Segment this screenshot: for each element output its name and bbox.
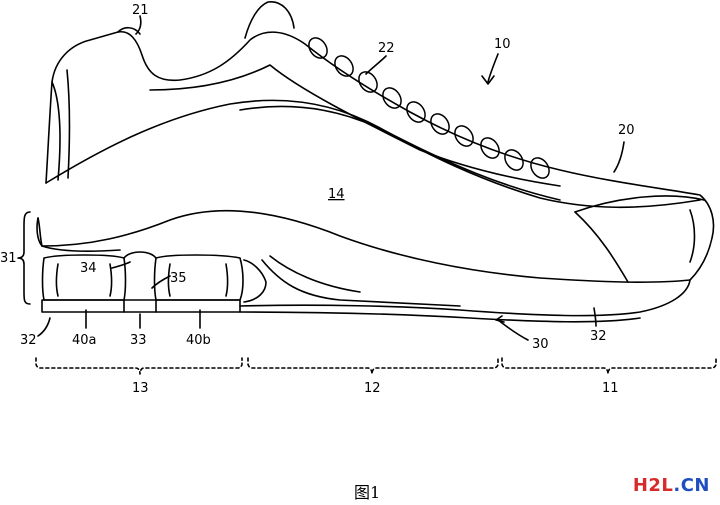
label-40b: 40b [186, 333, 211, 348]
label-32-left: 32 [20, 333, 37, 348]
side-panel-line [45, 99, 701, 209]
heel-top-plate [36, 217, 43, 247]
arrow-30-head [495, 315, 505, 323]
arrow-10-head [481, 75, 495, 85]
label-21: 21 [132, 3, 149, 18]
toe-cap-contour [689, 209, 696, 263]
arch-curve-2 [269, 255, 361, 293]
watermark-text-b: .CN [673, 475, 710, 496]
watermark-text-a: H2L [632, 475, 674, 496]
label-10: 10 [494, 37, 511, 52]
leader-35 [151, 275, 171, 289]
column-a-line-2 [109, 263, 113, 297]
midsole-top-line [37, 209, 691, 283]
label-40a: 40a [72, 333, 97, 348]
outsole-line [239, 279, 691, 317]
label-20: 20 [618, 123, 635, 138]
label-35: 35 [170, 271, 187, 286]
shoe-upper-outline [45, 30, 715, 281]
label-34: 34 [80, 261, 97, 276]
column-c [243, 259, 267, 303]
leader-22 [365, 55, 387, 75]
toe-cap-upper [574, 195, 705, 213]
label-32-right: 32 [590, 329, 607, 344]
midsole-edge-line [41, 245, 121, 252]
label-30: 30 [532, 337, 549, 352]
label-14: 14 [328, 187, 345, 202]
label-11: 11 [602, 381, 619, 396]
brace-11 [501, 357, 717, 375]
label-12: 12 [364, 381, 381, 396]
label-22: 22 [378, 41, 395, 56]
arch-curve [261, 259, 461, 307]
eyestay-line [149, 64, 561, 187]
brace-31 [17, 211, 31, 305]
tongue-outline [244, 1, 295, 39]
leader-20 [613, 141, 625, 173]
column-bridge [123, 251, 157, 259]
label-13: 13 [132, 381, 149, 396]
label-31: 31 [0, 251, 17, 266]
column-b [153, 254, 244, 301]
leader-34 [111, 261, 131, 269]
brace-12 [247, 357, 499, 375]
column-a-line-1 [55, 263, 59, 297]
laces [308, 37, 550, 179]
watermark-logo: H2L.CN [633, 475, 710, 496]
column-b-line-2 [225, 263, 229, 297]
heel-counter-line [66, 69, 71, 179]
leader-32-left [37, 317, 51, 337]
brace-13 [35, 357, 243, 375]
toe-cap-outline [574, 211, 629, 283]
column-a [41, 254, 127, 301]
column-b-line-1 [167, 263, 171, 297]
outsole-lower-line [239, 311, 641, 323]
side-panel-line-inner [239, 105, 561, 201]
label-33: 33 [130, 333, 147, 348]
leader-10-arrow [487, 53, 499, 83]
figure-caption: 图1 [354, 483, 380, 502]
leader-30 [497, 319, 529, 341]
leader-21 [135, 15, 142, 35]
heel-outsole-plate [41, 299, 241, 313]
leader-32-right [593, 307, 597, 327]
heel-panel-line [51, 81, 61, 181]
